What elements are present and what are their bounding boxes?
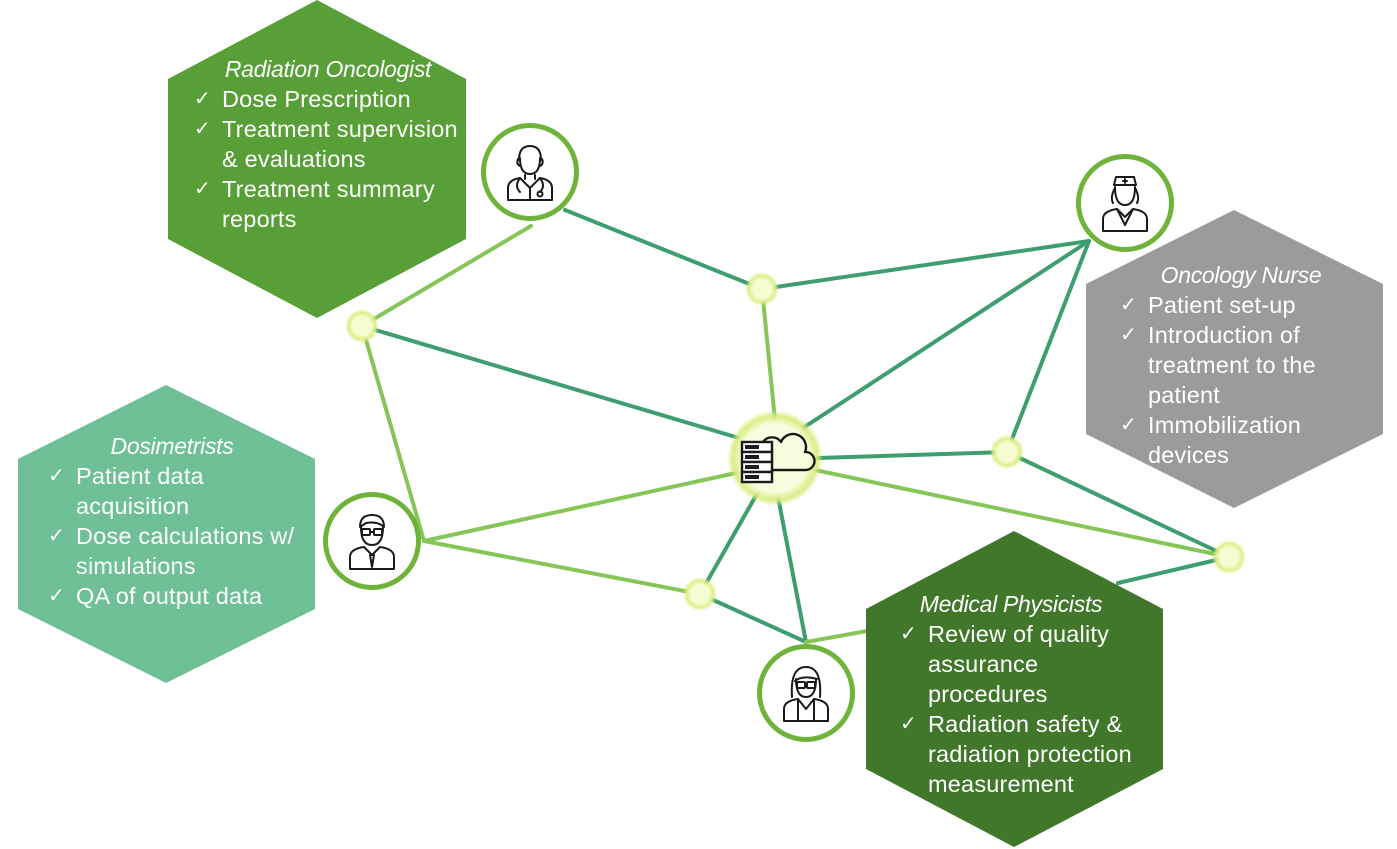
check-icon: ✓ [900, 713, 917, 735]
dosimetrists-panel: Dosimetrists ✓Patient data acquisition ✓… [18, 385, 315, 683]
oncology-nurse-avatar [1076, 154, 1174, 252]
check-icon: ✓ [1120, 324, 1137, 346]
link [1116, 555, 1231, 585]
man-with-glasses-icon [349, 514, 395, 570]
dosimetrist-avatar [323, 492, 421, 590]
link [776, 495, 808, 644]
nurse-icon [1102, 176, 1148, 232]
woman-with-glasses-icon [783, 666, 829, 722]
junction-node [1212, 540, 1246, 574]
list-item: ✓Radiation safety & radiation protection… [900, 711, 1132, 797]
link [813, 468, 1231, 559]
link [698, 592, 808, 644]
check-icon: ✓ [48, 525, 65, 547]
list-item: ✓Patient set-up [1120, 292, 1296, 318]
link [360, 224, 533, 328]
oncology-nurse-title: Oncology Nurse [1160, 262, 1322, 288]
check-icon: ✓ [1120, 414, 1137, 436]
list-item: ✓Treatment summary reports [194, 176, 435, 232]
list-item: ✓Treatment supervision & evaluations [194, 116, 458, 172]
check-icon: ✓ [1120, 294, 1137, 316]
junction-node [990, 435, 1024, 469]
list-item: ✓QA of output data [48, 583, 263, 609]
doctor-icon [507, 145, 553, 201]
check-icon: ✓ [194, 178, 211, 200]
junction-node [345, 309, 379, 343]
list-item: ✓Dose calculations w/ simulations [48, 523, 295, 579]
link [698, 490, 760, 596]
check-icon: ✓ [194, 118, 211, 140]
link [422, 471, 738, 543]
link [816, 450, 1009, 460]
check-icon: ✓ [48, 465, 65, 487]
radiation-oncologist-panel: Radiation Oncologist ✓Dose Prescription … [168, 0, 466, 318]
link [563, 208, 764, 291]
list-item: ✓Patient data acquisition [48, 463, 204, 519]
link [804, 629, 869, 644]
link [801, 239, 1091, 430]
check-icon: ✓ [900, 623, 917, 645]
check-icon: ✓ [194, 88, 211, 110]
radiation-oncologist-avatar [481, 123, 579, 221]
oncology-nurse-list: ✓Patient set-up ✓Introduction of treatme… [1120, 290, 1382, 470]
list-item: ✓Review of quality assurance procedures [900, 621, 1110, 707]
link [422, 539, 702, 596]
link [1005, 239, 1091, 454]
junction-node [683, 577, 717, 611]
dosimetrists-title: Dosimetrists [110, 433, 234, 459]
link [360, 324, 741, 440]
radiation-oncologist-list: ✓Dose Prescription ✓Treatment supervisio… [194, 84, 462, 234]
list-item: ✓Immobilization devices [1120, 412, 1301, 468]
medical-physicists-title: Medical Physicists [919, 591, 1103, 617]
link [360, 324, 426, 543]
radiation-oncologist-title: Radiation Oncologist [224, 56, 432, 82]
list-item: ✓Dose Prescription [194, 86, 411, 112]
link [1005, 450, 1231, 559]
medical-physicists-panel: Medical Physicists ✓Review of quality as… [866, 531, 1163, 847]
list-item: ✓Introduction of treatment to the patien… [1120, 322, 1316, 408]
oncology-nurse-panel: Oncology Nurse ✓Patient set-up ✓Introduc… [1086, 210, 1383, 508]
junction-node [745, 272, 779, 306]
server-cloud-icon [727, 410, 823, 506]
link [760, 239, 1091, 291]
medical-physicists-list: ✓Review of quality assurance procedures … [900, 619, 1162, 799]
link [760, 287, 777, 422]
check-icon: ✓ [48, 585, 65, 607]
dosimetrists-list: ✓Patient data acquisition ✓Dose calculat… [48, 461, 310, 611]
medical-physicist-avatar [757, 644, 855, 742]
